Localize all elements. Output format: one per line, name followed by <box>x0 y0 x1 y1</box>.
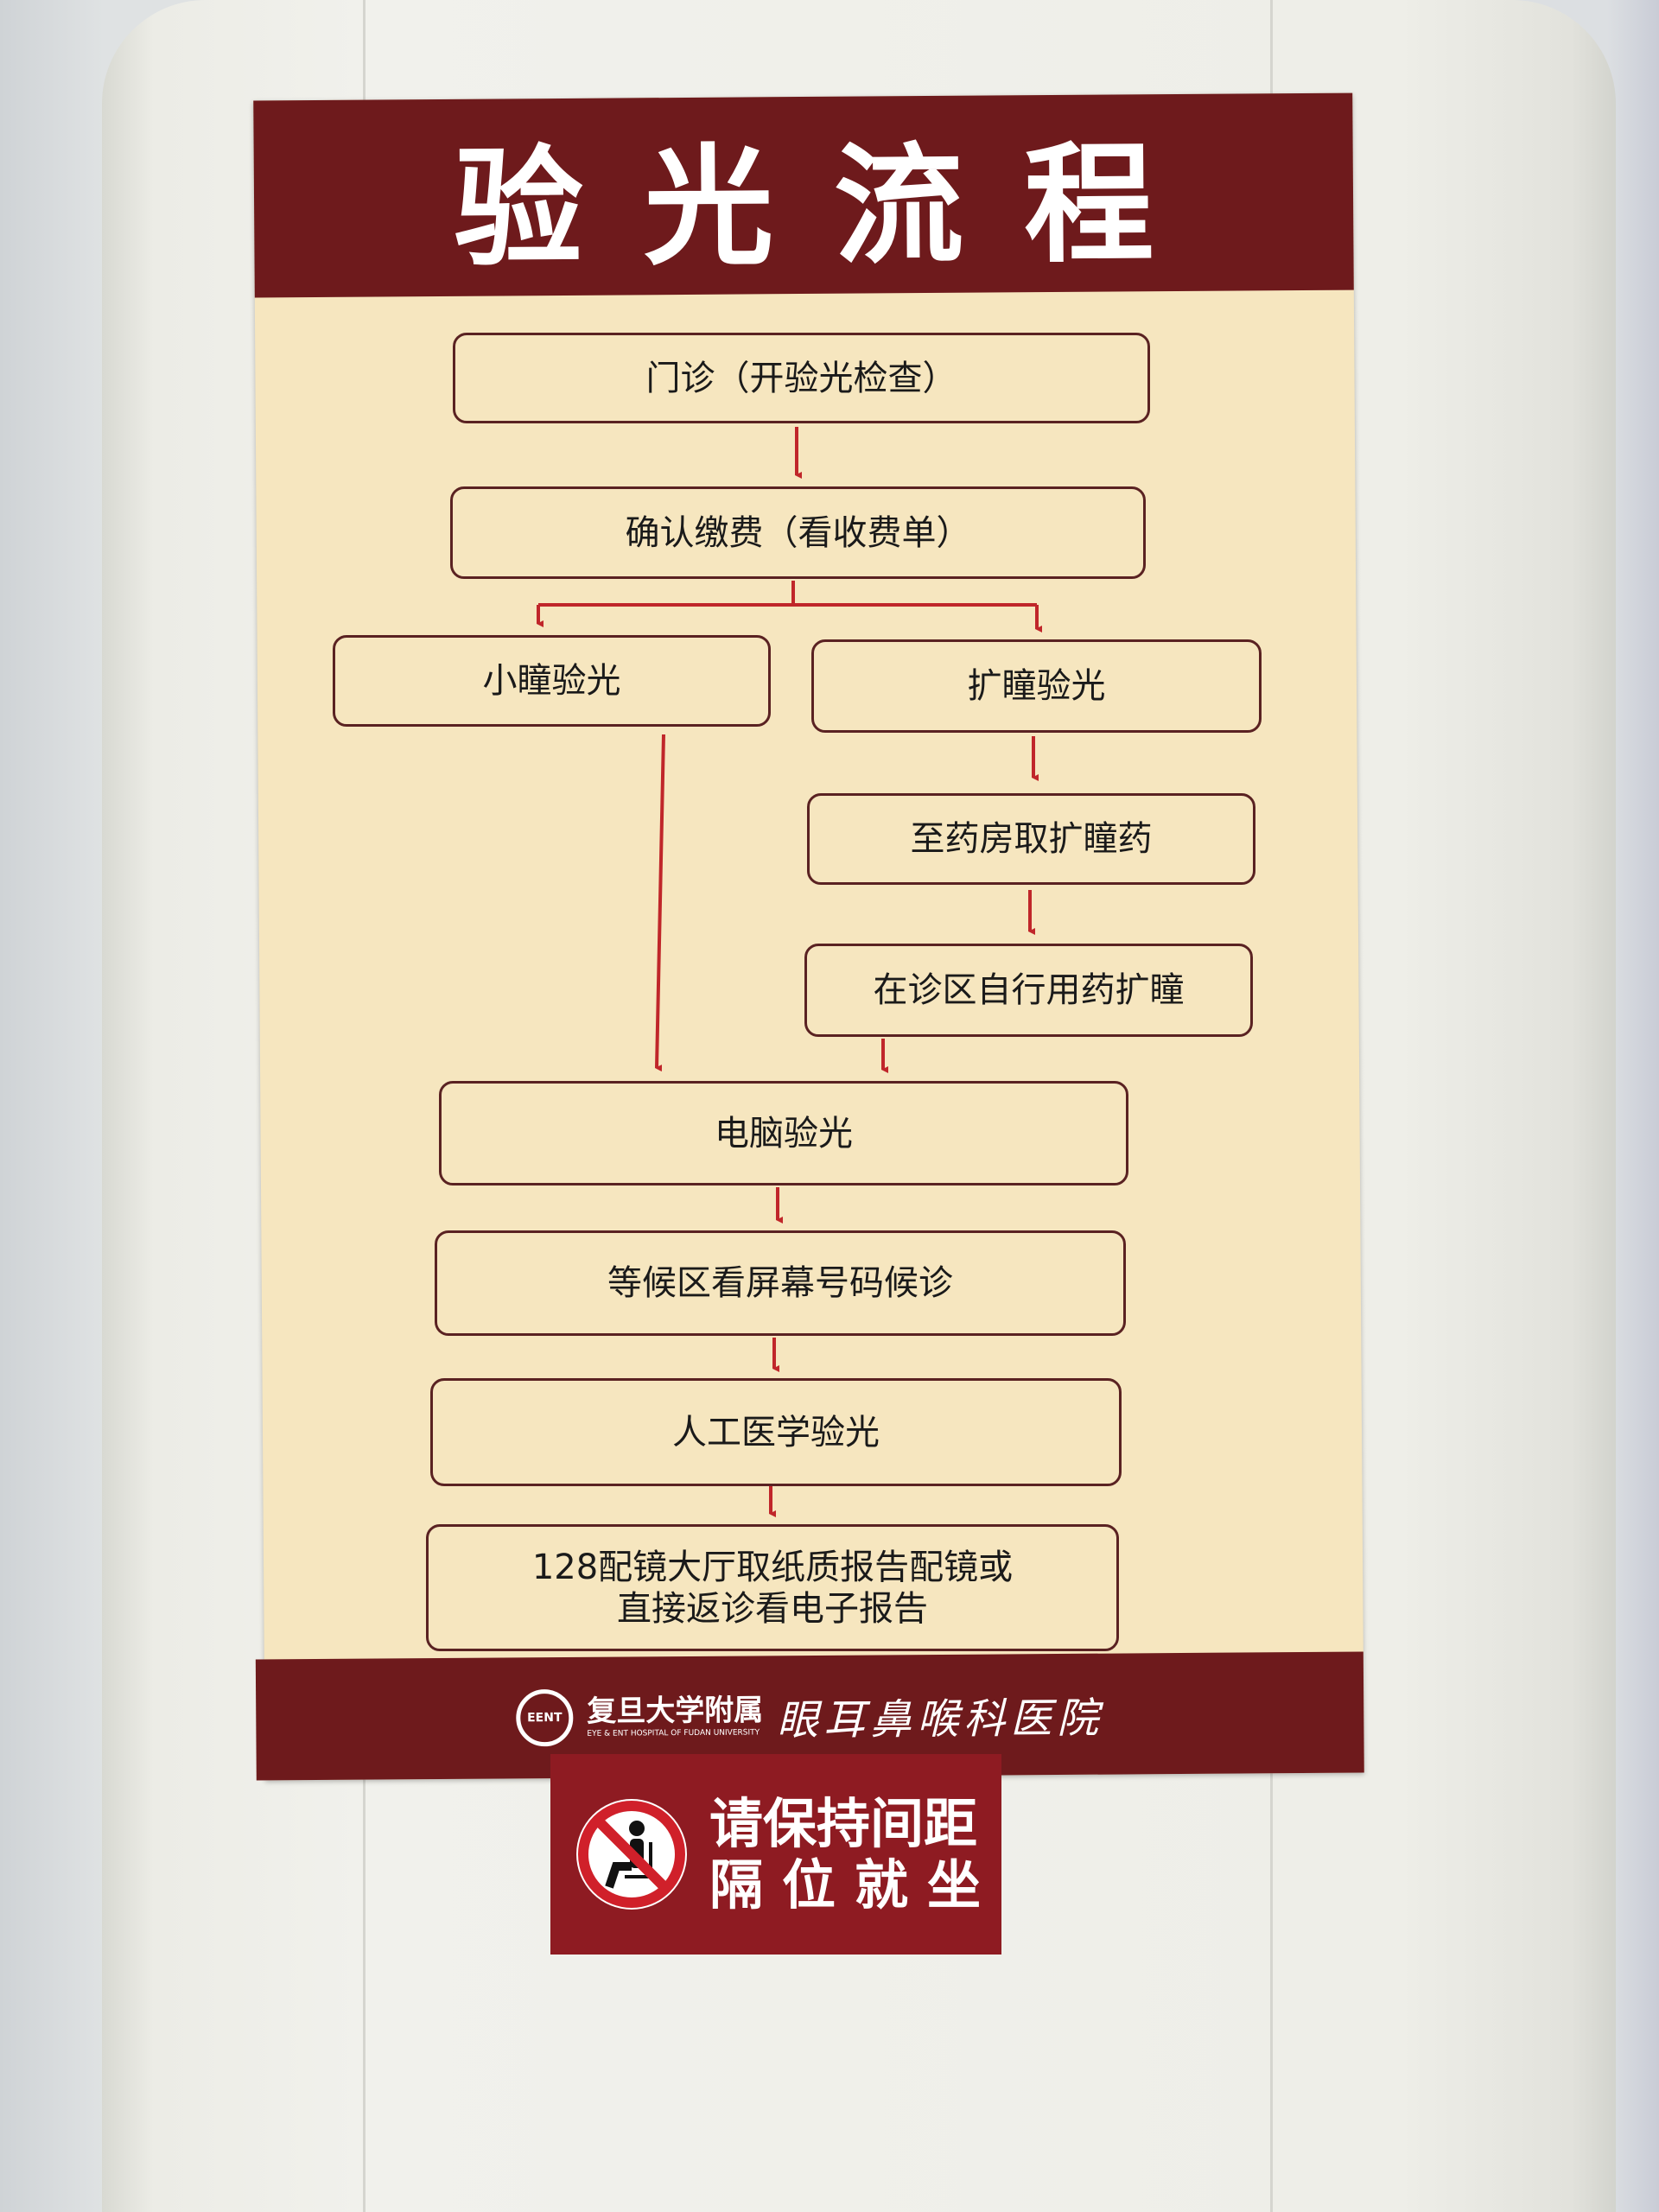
step-manual-refraction: 人工医学验光 <box>430 1378 1122 1486</box>
step-computer-refraction: 电脑验光 <box>439 1081 1128 1185</box>
step-dilated-refraction: 扩瞳验光 <box>811 639 1262 733</box>
arrow <box>655 734 665 1072</box>
report-line-1: 128配镜大厅取纸质报告配镜或 <box>531 1547 1014 1587</box>
step-confirm-payment: 确认缴费（看收费单） <box>450 486 1146 579</box>
step-self-dilate: 在诊区自行用药扩瞳 <box>804 944 1253 1037</box>
step-outpatient: 门诊（开验光检查） <box>453 333 1150 423</box>
step-small-pupil-refraction: 小瞳验光 <box>333 635 771 727</box>
step-get-dilation-drops: 至药房取扩瞳药 <box>807 793 1255 885</box>
keep-distance-sign: 请保持间距 隔位就坐 <box>550 1754 1001 1955</box>
report-line-2: 直接返诊看电子报告 <box>617 1588 928 1629</box>
notice-line-2: 隔位就坐 <box>709 1853 1001 1916</box>
step-get-report: 128配镜大厅取纸质报告配镜或 直接返诊看电子报告 <box>426 1524 1119 1651</box>
step-wait-for-number: 等候区看屏幕号码候诊 <box>435 1230 1126 1336</box>
no-sitting-icon <box>576 1799 687 1910</box>
notice-line-1: 请保持间距 <box>709 1791 978 1855</box>
